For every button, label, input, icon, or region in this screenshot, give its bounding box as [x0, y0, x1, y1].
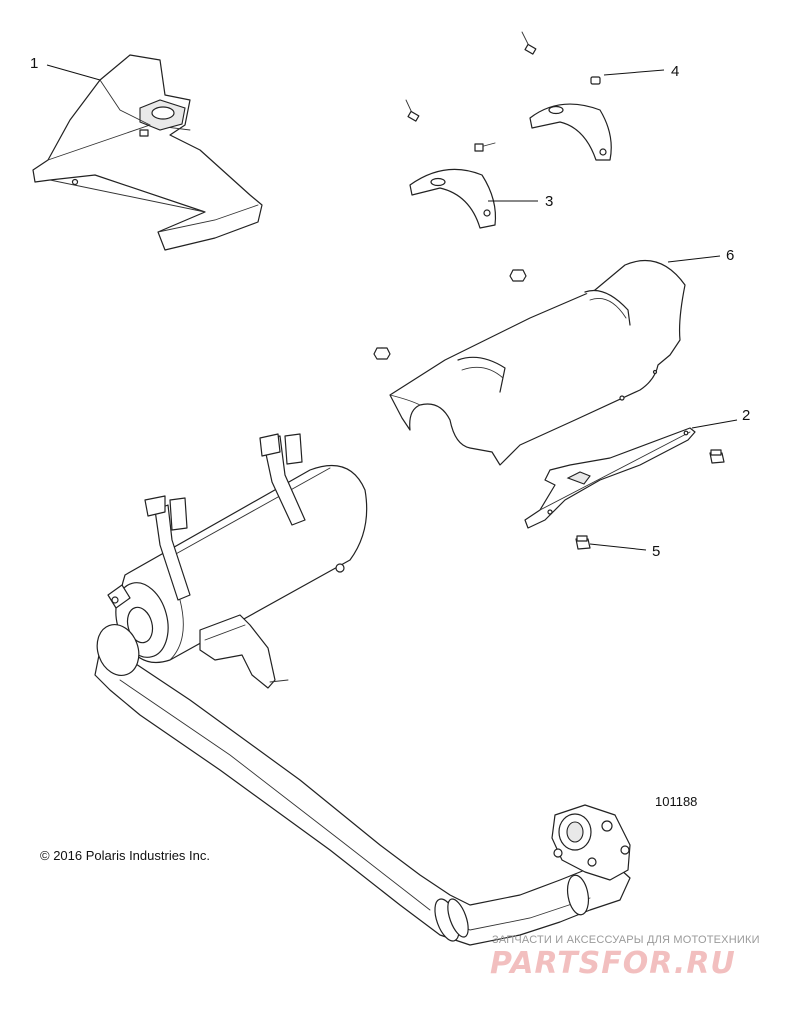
leader-lines — [46, 64, 738, 551]
callout-6: 6 — [726, 247, 734, 264]
callout-4: 4 — [671, 63, 679, 80]
screw-left — [405, 99, 420, 122]
copyright-notice: © 2016 Polaris Industries Inc. — [40, 848, 210, 863]
screw-center — [474, 142, 496, 152]
callout-numbers: 1 2 3 4 5 6 — [30, 55, 750, 560]
part-1-heat-shield-bracket — [32, 54, 263, 251]
part-5-bolts — [575, 449, 725, 550]
callout-1: 1 — [30, 55, 38, 72]
part-2-mounting-strap — [524, 427, 696, 529]
watermark: ЗАПЧАСТИ И АКСЕССУАРЫ ДЛЯ МОТОТЕХНИКИ PA… — [490, 934, 760, 981]
screw-top — [521, 31, 537, 55]
callout-3: 3 — [545, 193, 553, 210]
leader-1 — [46, 64, 101, 81]
part-3-shield-right — [529, 103, 612, 161]
callout-2: 2 — [742, 407, 750, 424]
bolt-upper — [709, 449, 725, 464]
leader-5 — [589, 543, 647, 551]
leader-6 — [667, 255, 721, 263]
bolt-lower — [575, 535, 591, 550]
part-6-muffler-heat-shield — [373, 259, 686, 466]
leader-4 — [603, 69, 665, 76]
screw-right — [590, 76, 601, 85]
watermark-brand: PARTSFOR.RU — [490, 946, 736, 981]
part-4-screws — [405, 31, 601, 152]
callout-5: 5 — [652, 543, 660, 560]
part-3-shield-left — [409, 168, 497, 229]
watermark-tagline: ЗАПЧАСТИ И АКСЕССУАРЫ ДЛЯ МОТОТЕХНИКИ — [492, 934, 760, 946]
muffler-assembly — [94, 433, 631, 946]
diagram-reference-number: 101188 — [655, 794, 697, 809]
leader-2 — [691, 419, 738, 429]
